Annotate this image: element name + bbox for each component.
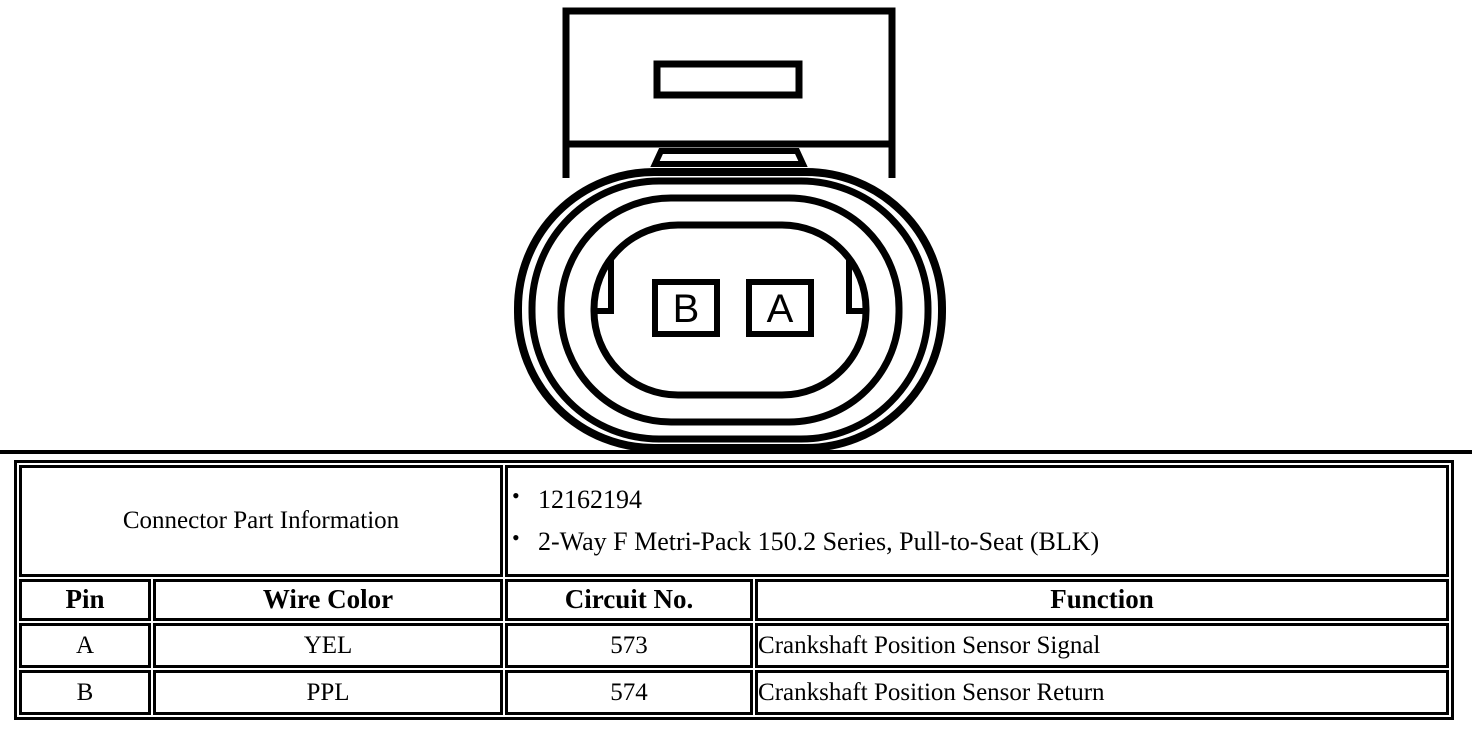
shell-outer-2	[528, 177, 932, 443]
cell-pin: B	[19, 670, 151, 715]
bullet-icon: •	[512, 525, 520, 550]
pinout-table-frame: Connector Part Information • 12162194 • …	[14, 460, 1454, 720]
list-item: • 2-Way F Metri-Pack 150.2 Series, Pull-…	[508, 521, 1446, 563]
connector-part-number: 12162194	[538, 484, 643, 514]
table-row: A YEL 573 Crankshaft Position Sensor Sig…	[19, 623, 1449, 668]
cell-pin: A	[19, 623, 151, 668]
connector-part-description: 2-Way F Metri-Pack 150.2 Series, Pull-to…	[538, 527, 1100, 556]
cell-wire-color: PPL	[153, 670, 504, 715]
cell-function: Crankshaft Position Sensor Return	[755, 670, 1449, 715]
terminal-cavity-a	[746, 279, 814, 337]
pinout-table: Connector Part Information • 12162194 • …	[17, 463, 1451, 717]
cell-circuit-no: 573	[505, 623, 754, 668]
latch-tab	[650, 148, 808, 167]
latch-window	[653, 60, 803, 99]
column-header-pin: Pin	[19, 579, 151, 621]
cell-function: Crankshaft Position Sensor Signal	[755, 623, 1449, 668]
shell-inner-cavity	[590, 221, 870, 399]
shell-mid	[557, 194, 903, 426]
cell-circuit-no: 574	[505, 670, 754, 715]
table-row: B PPL 574 Crankshaft Position Sensor Ret…	[19, 670, 1449, 715]
terminal-cavities: B A	[652, 279, 814, 337]
connector-diagram-svg: B A	[0, 7, 1472, 454]
connector-part-list: • 12162194 • 2-Way F Metri-Pack 150.2 Se…	[508, 479, 1446, 563]
cavity-keying-tabs	[594, 260, 866, 314]
keying-tab-left	[594, 260, 614, 314]
column-header-function: Function	[755, 579, 1449, 621]
connector-part-information-label: Connector Part Information	[19, 465, 504, 577]
column-header-wire-color: Wire Color	[153, 579, 504, 621]
shell-outer-1	[514, 168, 946, 452]
bullet-icon: •	[512, 482, 520, 508]
list-item: • 12162194	[508, 479, 1446, 521]
table-header-row: Pin Wire Color Circuit No. Function	[19, 579, 1449, 621]
connector-shell-outlines	[514, 168, 946, 452]
cell-wire-color: YEL	[153, 623, 504, 668]
terminal-cavity-b	[652, 279, 720, 337]
connector-rear-body	[562, 7, 896, 178]
connector-part-information-row: Connector Part Information • 12162194 • …	[19, 465, 1449, 577]
terminal-label-a: A	[767, 287, 794, 331]
column-header-circuit-no: Circuit No.	[505, 579, 754, 621]
terminal-label-b: B	[673, 287, 700, 331]
connector-part-information-values: • 12162194 • 2-Way F Metri-Pack 150.2 Se…	[505, 465, 1449, 577]
connector-illustration: B A	[0, 7, 1472, 454]
keying-tab-right	[846, 260, 866, 314]
